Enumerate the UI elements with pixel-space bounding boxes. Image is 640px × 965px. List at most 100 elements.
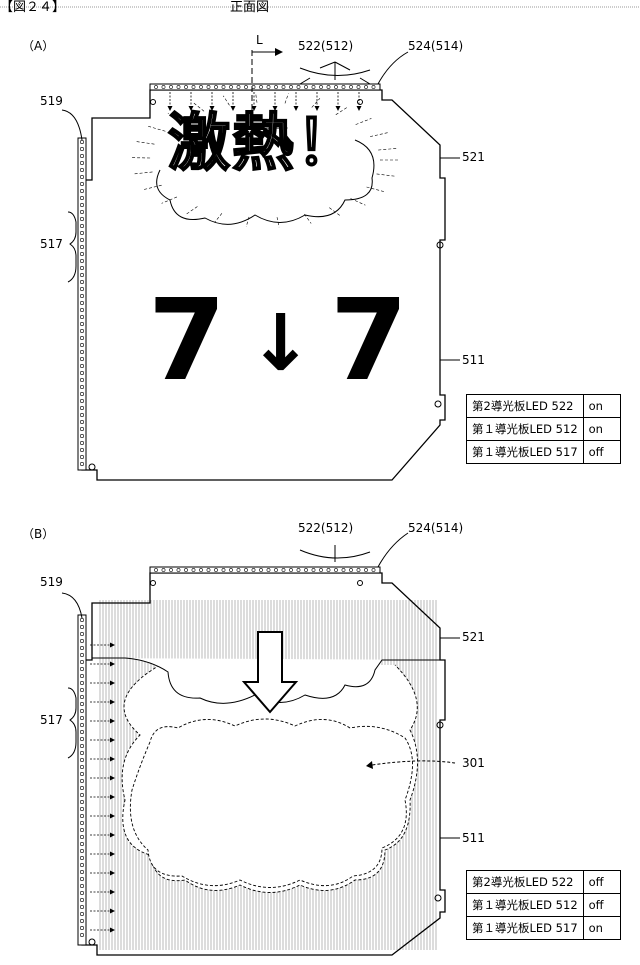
led-dot xyxy=(80,632,83,635)
status-row: 第2導光板LED 522on xyxy=(467,395,621,418)
led-dot xyxy=(80,140,83,143)
led-dot xyxy=(80,933,83,936)
led-dot xyxy=(80,786,83,789)
led-dot xyxy=(259,568,262,571)
led-dot xyxy=(289,568,292,571)
label-301: 301 xyxy=(462,757,485,769)
led-dot xyxy=(154,85,157,88)
led-dot xyxy=(80,905,83,908)
led-dot xyxy=(80,639,83,642)
led-dot xyxy=(192,85,195,88)
led-dot xyxy=(364,568,367,571)
led-dot xyxy=(80,182,83,185)
status-row: 第１導光板LED 512off xyxy=(467,894,621,917)
led-dot xyxy=(80,259,83,262)
status-led-state: on xyxy=(583,917,620,940)
led-dot xyxy=(357,568,360,571)
label-522: 522(512) xyxy=(298,40,353,52)
led-dot xyxy=(207,568,210,571)
led-dot xyxy=(80,371,83,374)
led-dot xyxy=(80,695,83,698)
led-dot xyxy=(80,336,83,339)
led-dot xyxy=(80,357,83,360)
led-dot xyxy=(80,723,83,726)
led-dot xyxy=(80,364,83,367)
led-dot xyxy=(80,660,83,663)
led-dot xyxy=(162,85,165,88)
led-dot xyxy=(199,85,202,88)
status-row: 第１導光板LED 512on xyxy=(467,418,621,441)
panel-b-drawing xyxy=(62,533,460,955)
led-dot xyxy=(80,926,83,929)
led-dot xyxy=(80,322,83,325)
figure-number: 【図２４】 xyxy=(0,1,65,14)
led-dot xyxy=(334,85,337,88)
effect-hole-301 xyxy=(130,719,412,888)
led-dot xyxy=(80,329,83,332)
led-dot xyxy=(349,568,352,571)
led-dot xyxy=(80,709,83,712)
led-dot xyxy=(319,568,322,571)
led-dot xyxy=(312,568,315,571)
led-dot xyxy=(177,85,180,88)
panel-a-tag: （A） xyxy=(22,40,54,52)
led-dot xyxy=(80,238,83,241)
led-dot xyxy=(80,891,83,894)
status-led-name: 第１導光板LED 512 xyxy=(467,418,584,441)
panel-b-tag: （B） xyxy=(22,528,54,540)
led-dot xyxy=(177,568,180,571)
led-dot xyxy=(80,406,83,409)
led-dot xyxy=(80,168,83,171)
led-dot xyxy=(80,863,83,866)
led-dot xyxy=(80,681,83,684)
led-dot xyxy=(312,85,315,88)
status-row: 第１導光板LED 517off xyxy=(467,441,621,464)
led-dot xyxy=(297,85,300,88)
led-dot xyxy=(80,835,83,838)
led-dot xyxy=(80,210,83,213)
led-dot xyxy=(80,224,83,227)
led-dot xyxy=(80,870,83,873)
led-dot xyxy=(169,568,172,571)
led-dot xyxy=(80,175,83,178)
led-dot xyxy=(222,85,225,88)
led-dot xyxy=(80,912,83,915)
led-dot xyxy=(297,568,300,571)
led-dot xyxy=(80,737,83,740)
led-dot xyxy=(154,568,157,571)
led-dot xyxy=(267,568,270,571)
led-dot xyxy=(80,814,83,817)
led-status-table-b: 第2導光板LED 522off 第１導光板LED 512off 第１導光板LED… xyxy=(466,870,621,940)
led-dot xyxy=(282,568,285,571)
led-dot xyxy=(80,667,83,670)
effect-text-gekinetsu: 激熱！ xyxy=(168,112,360,174)
led-dot xyxy=(80,653,83,656)
led-dot xyxy=(80,427,83,430)
status-led-state: on xyxy=(583,395,620,418)
label-522: 522(512) xyxy=(298,522,353,534)
led-dot xyxy=(244,85,247,88)
led-dot xyxy=(80,147,83,150)
led-dot xyxy=(80,420,83,423)
led-dot xyxy=(80,434,83,437)
led-dot xyxy=(169,85,172,88)
status-led-state: on xyxy=(583,418,620,441)
led-dot xyxy=(162,568,165,571)
status-led-name: 第2導光板LED 522 xyxy=(467,395,584,418)
led-dot xyxy=(80,793,83,796)
led-dot xyxy=(222,568,225,571)
led-dot xyxy=(80,399,83,402)
led-dot xyxy=(327,85,330,88)
led-dot xyxy=(80,392,83,395)
reel-right-seven: 7 xyxy=(330,285,408,397)
label-511: 511 xyxy=(462,832,485,844)
led-dot xyxy=(80,273,83,276)
led-dot xyxy=(80,688,83,691)
led-dot xyxy=(80,294,83,297)
led-dot xyxy=(80,856,83,859)
led-dot xyxy=(357,85,360,88)
led-dot xyxy=(214,85,217,88)
led-dot xyxy=(80,189,83,192)
status-row: 第１導光板LED 517on xyxy=(467,917,621,940)
led-dot xyxy=(80,821,83,824)
